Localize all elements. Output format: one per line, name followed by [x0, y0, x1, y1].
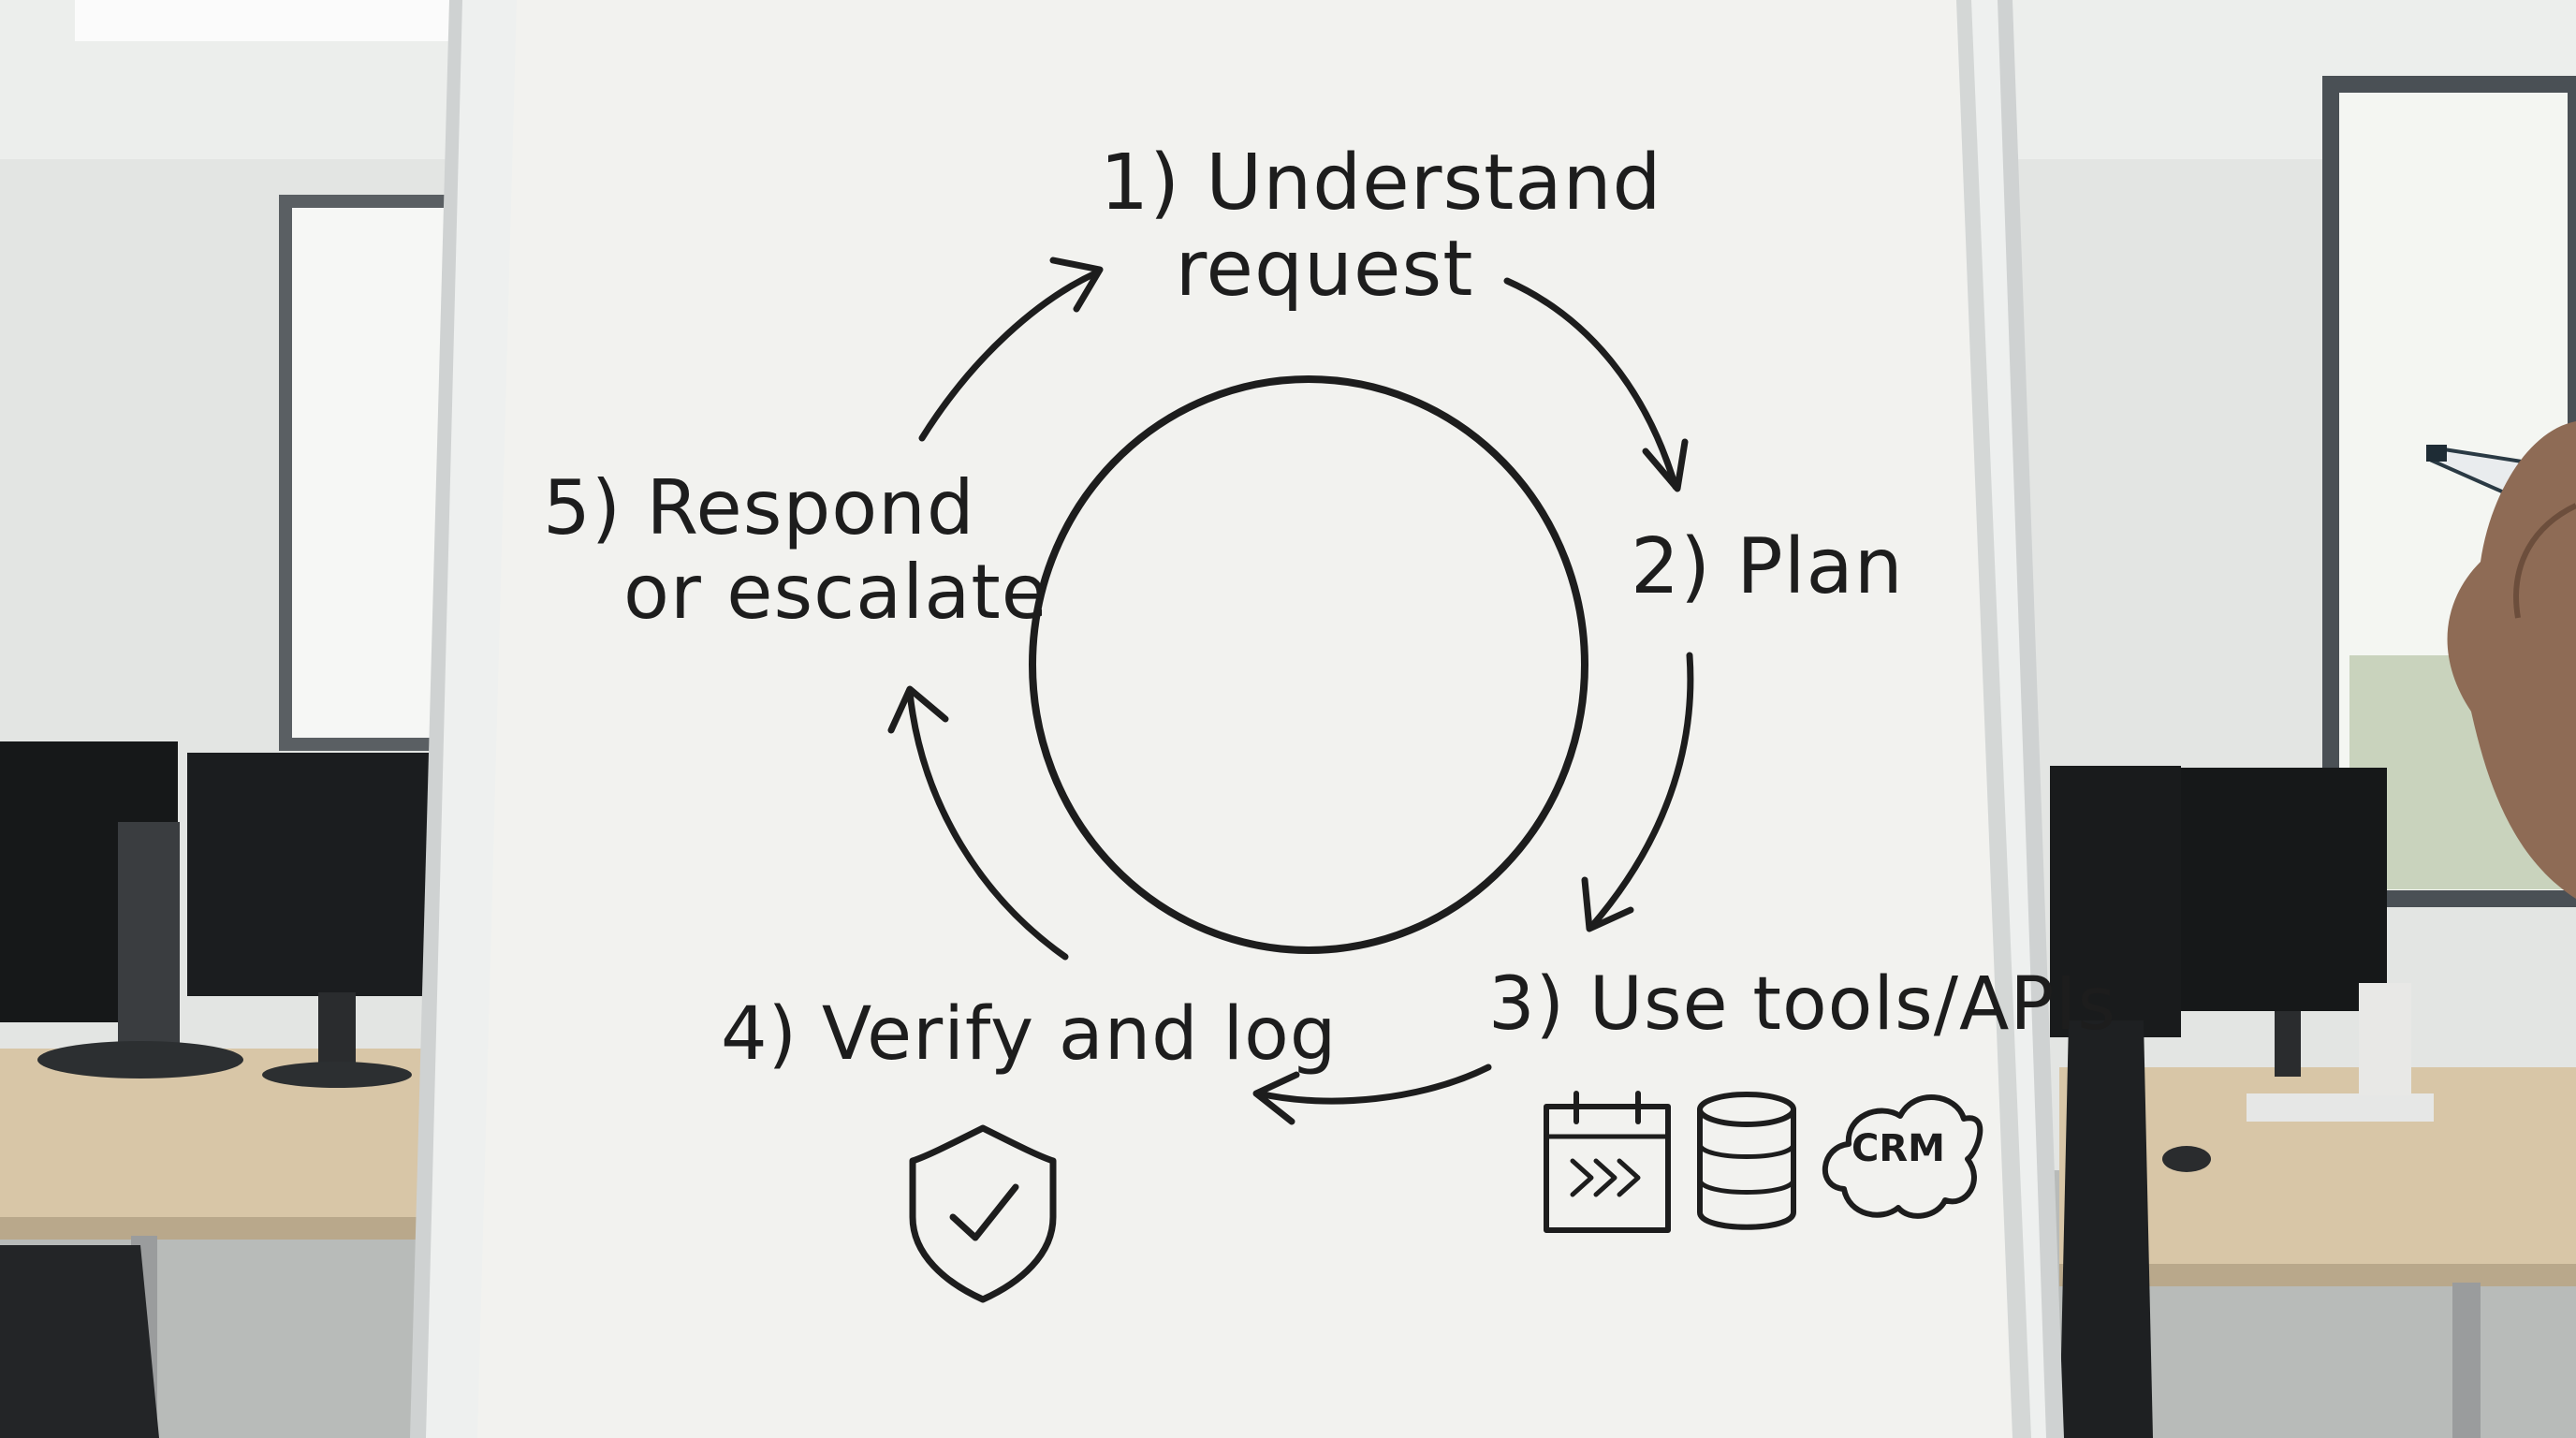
crm-cloud-icon: [1822, 1094, 1983, 1219]
step-4-number: 4): [721, 992, 798, 1077]
keyboard: [2247, 1093, 2434, 1122]
step-2-number: 2): [1631, 522, 1712, 611]
step-5-line1: Respond: [646, 464, 975, 551]
arrow-plan-to-tools: [1588, 652, 1694, 931]
right-monitor-1: [2050, 766, 2181, 1037]
step-5-label: 5) Respond or escalate: [543, 466, 1048, 634]
step-1-line1: Understand: [1206, 139, 1662, 227]
right-monitor-2: [2181, 768, 2387, 1011]
step-3-number: 3): [1488, 962, 1566, 1047]
hand-with-marker: [2426, 421, 2576, 899]
step-5-line2: or escalate: [623, 548, 1049, 636]
step-1-number: 1): [1100, 139, 1181, 227]
step-2-label: 2) Plan: [1631, 524, 1904, 610]
shield-check-icon: [909, 1124, 1057, 1303]
whiteboard-surface: [477, 0, 2012, 1438]
arrow-understand-to-plan: [1503, 277, 1679, 491]
step-4-label: 4) Verify and log: [721, 992, 1338, 1077]
calendar-icon: [1544, 1091, 1671, 1233]
step-3-line1: Use tools/APIs: [1588, 962, 2117, 1047]
step-4-line1: Verify and log: [821, 992, 1338, 1077]
step-3-label: 3) Use tools/APIs: [1488, 962, 2117, 1047]
step-1-line2: request: [1175, 224, 1474, 314]
step-5-number: 5): [543, 464, 622, 551]
mouse: [2162, 1146, 2211, 1172]
center-circle: [1029, 375, 1588, 954]
arrow-respond-to-understand: [918, 270, 1099, 442]
arrow-verify-to-respond: [906, 689, 1069, 961]
step-2-line1: Plan: [1736, 522, 1904, 611]
ceiling-light: [75, 0, 449, 41]
crm-label: CRM: [1852, 1127, 1945, 1170]
whiteboard-frame: [410, 0, 2064, 1438]
arrow-tools-to-verify: [1255, 1064, 1492, 1105]
database-icon: [1697, 1092, 1796, 1230]
step-1-label: 1) Understand request: [1100, 139, 1661, 314]
left-monitor-2: [187, 753, 432, 996]
